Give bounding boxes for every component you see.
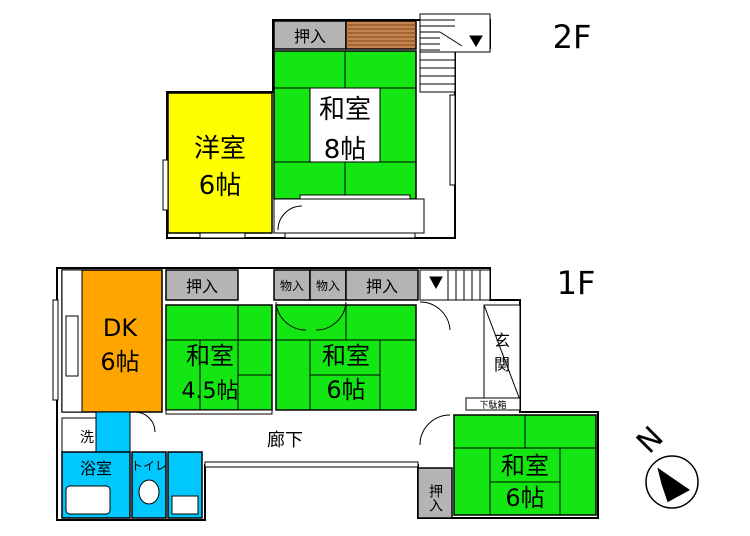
1f-washroom [61,417,97,453]
second-floor: 押入 和室 8帖 洋室 6帖 2F [162,13,592,239]
1f-tatami6b-size: 6帖 [505,484,544,512]
2f-tatami8-name: 和室 [319,95,371,125]
1f-tatami-4-5 [165,304,273,411]
1f-storage-b [309,269,347,301]
1f-entrance-label-2: 関 [494,355,510,374]
floor-label-2f: 2F [553,18,592,56]
north-arrow-icon: N [630,420,699,509]
1f-shoe-box [465,397,521,411]
2f-tatami-8 [273,50,417,200]
1f-tatami6a-size: 6帖 [326,376,365,404]
1f-tatami45-name: 和室 [186,342,234,370]
1f-tatami-6-southeast [453,414,597,516]
1f-toilet-label: トイレ [131,459,167,473]
2f-wood-landing [345,20,417,50]
1f-closet-c-label: 押入 [427,484,443,512]
first-floor: DK 6帖 押入 物入 物入 押入 和室 4.5帖 和室 6帖 玄 関 下駄箱 … [52,264,599,521]
1f-bath-label: 浴室 [80,459,112,478]
1f-dk-size: 6帖 [100,348,139,376]
1f-tatami6a-name: 和室 [322,342,370,370]
1f-shoe-box-label: 下駄箱 [479,399,506,411]
2f-staircase [419,13,491,93]
1f-closet-c [417,467,453,519]
2f-closet [273,20,347,50]
compass-letter: N [630,420,671,461]
1f-closet-a-label: 押入 [186,277,218,296]
1f-closet-b [345,269,419,301]
1f-closet-a [165,269,239,301]
2f-closet-label: 押入 [294,27,326,46]
1f-corridor-label: 廊下 [267,430,303,451]
1f-tatami45-size: 4.5帖 [182,379,239,404]
1f-closet-b-label: 押入 [366,277,398,296]
1f-storage-b-label: 物入 [316,279,340,293]
2f-western-name: 洋室 [194,134,246,164]
floor-label-1f: 1F [557,264,596,302]
2f-tatami8-size: 8帖 [324,135,367,165]
1f-dk-name: DK [103,314,138,342]
1f-staircase [419,269,491,301]
2f-western-size: 6帖 [199,171,242,201]
1f-tatami6b-name: 和室 [501,452,549,480]
1f-washroom-label: 洗 [80,430,94,446]
1f-entrance-label-1: 玄 [494,331,510,350]
1f-tatami-6-center [275,304,417,411]
1f-storage-a-label: 物入 [280,279,304,293]
